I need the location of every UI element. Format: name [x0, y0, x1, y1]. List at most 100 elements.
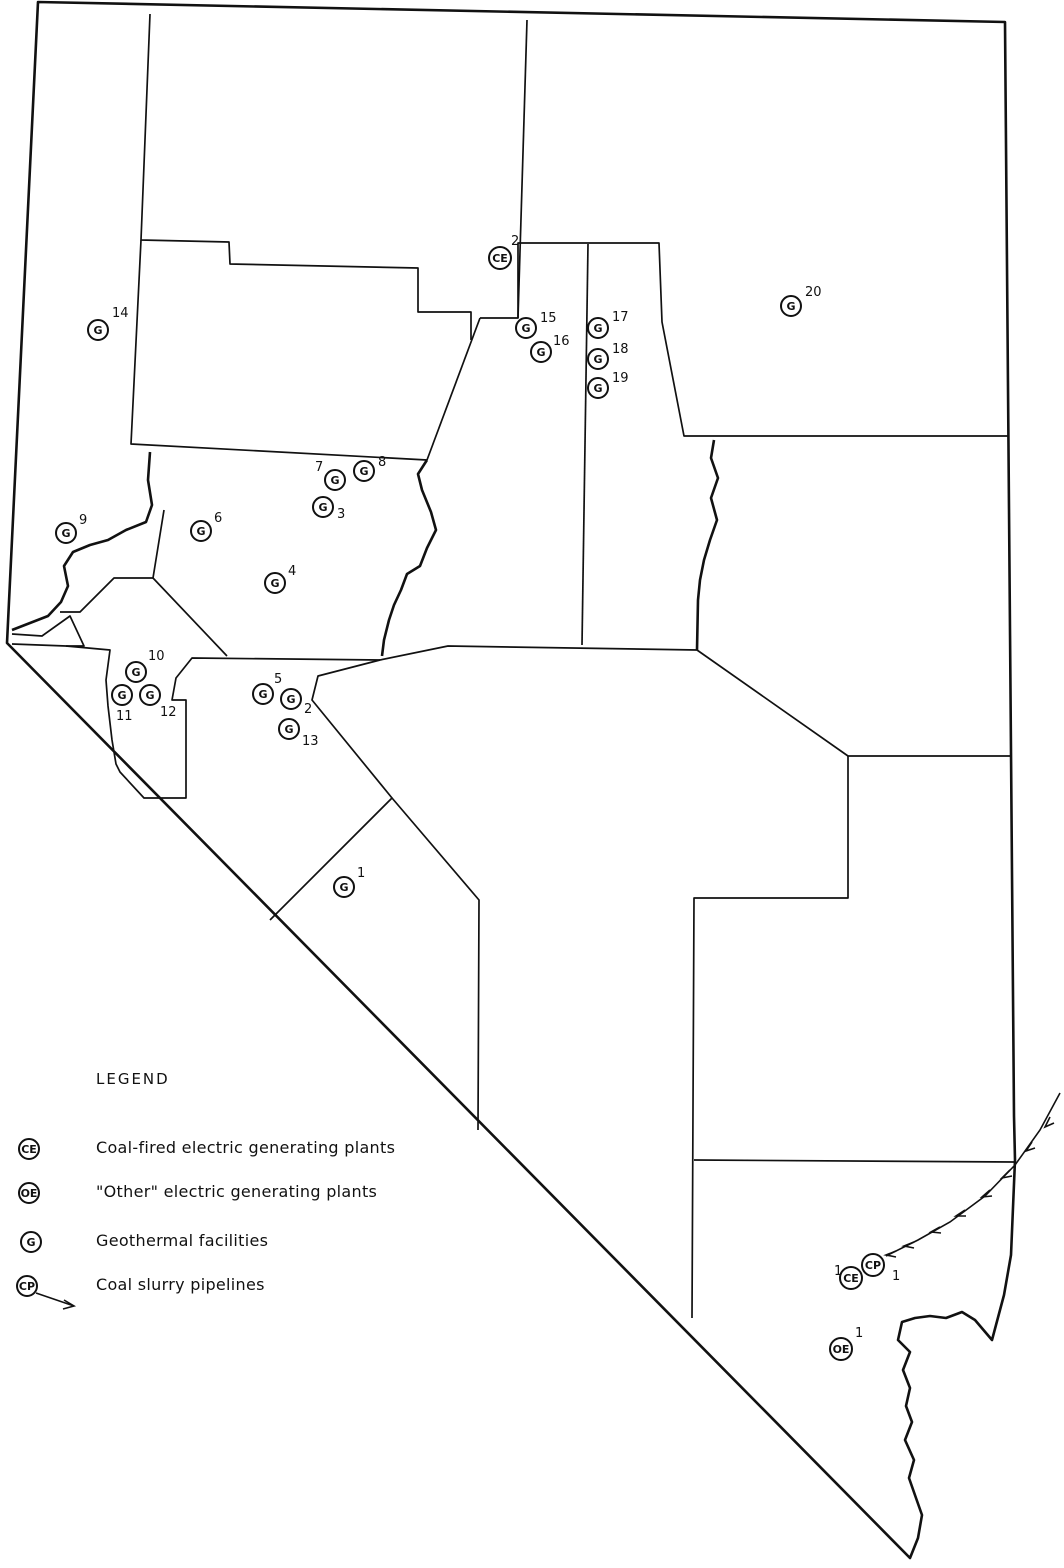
geothermal-facility-marker: G5 — [252, 672, 282, 705]
facility-type-label: G — [93, 324, 102, 337]
geothermal-facility-marker: G 19 — [587, 371, 629, 399]
county-line — [152, 509, 228, 657]
facility-type-label: OE — [833, 1343, 850, 1356]
facility-number-label: 18 — [612, 342, 629, 357]
county-line — [60, 577, 153, 613]
facility-type-label: G — [339, 881, 348, 894]
facility-symbol-ring — [488, 246, 512, 270]
facility-number-label: 7 — [315, 460, 323, 475]
facility-symbol-ring — [55, 522, 77, 544]
facility-symbol-ring — [780, 295, 802, 317]
facility-number-label: 15 — [540, 311, 557, 326]
legend-item-label: "Other" electric generating plants — [96, 1182, 378, 1201]
facility-symbol-ring — [829, 1337, 853, 1361]
geothermal-facility-marker: G 11 — [111, 684, 133, 724]
facility-type-label: G — [145, 689, 154, 702]
facility-type-label: G — [117, 689, 126, 702]
facility-symbol-ring — [87, 319, 109, 341]
facility-number-label: 17 — [612, 310, 629, 325]
facility-number-label: 1 — [357, 866, 365, 881]
facility-number-label: 1 — [892, 1269, 900, 1284]
facility-symbol-ring — [190, 520, 212, 542]
ce-facility-marker: CE1 — [834, 1264, 863, 1290]
facility-type-label: G — [593, 382, 602, 395]
geothermal-facility-marker: G 18 — [587, 342, 629, 370]
facility-type-label: G — [330, 474, 339, 487]
facility-type-label: G — [270, 577, 279, 590]
oe-facility-marker: OE 1 — [829, 1326, 863, 1361]
facility-symbol-ring — [264, 572, 286, 594]
legend-item-label: Coal-fired electric generating plants — [96, 1138, 396, 1157]
facility-number-label: 19 — [612, 371, 629, 386]
geothermal-facility-marker: G 15 — [515, 311, 557, 339]
facility-symbol-ring — [587, 348, 609, 370]
geothermal-facility-marker: G6 — [190, 511, 222, 542]
river-boundary — [380, 459, 438, 657]
geothermal-facility-marker: G16 — [530, 334, 570, 363]
county-line — [391, 797, 480, 1131]
facility-number-label: 1 — [834, 1264, 842, 1279]
facility-number-label: 6 — [214, 511, 222, 526]
geothermal-facility-marker: G 20 — [780, 285, 822, 317]
legend-item-label: Coal slurry pipelines — [96, 1275, 265, 1294]
facility-type-label: G — [359, 465, 368, 478]
geothermal-facility-marker: G7 — [315, 460, 346, 491]
facility-type-label: G — [131, 666, 140, 679]
county-line — [140, 13, 472, 340]
geothermal-facility-marker: G 17 — [587, 310, 629, 339]
facility-number-label: 8 — [378, 455, 386, 470]
facility-type-label: G — [536, 346, 545, 359]
county-line — [130, 239, 428, 461]
facility-symbol-ring — [278, 718, 300, 740]
facility-symbol-ring — [324, 469, 346, 491]
facility-symbol-ring — [333, 876, 355, 898]
geothermal-facility-marker: G1 — [333, 866, 365, 898]
facility-type-label: CE — [843, 1272, 859, 1285]
facility-symbol-ring — [353, 460, 375, 482]
facility-number-label: 2 — [511, 234, 519, 249]
facility-type-label: G — [521, 322, 530, 335]
facility-type-label: G — [786, 300, 795, 313]
facility-number-label: 1 — [855, 1326, 863, 1341]
facility-symbol-ring — [530, 341, 552, 363]
facility-symbol-ring — [312, 496, 334, 518]
facility-type-label: G — [593, 322, 602, 335]
facility-symbol-ring — [515, 317, 537, 339]
geothermal-facility-marker: G13 — [278, 718, 319, 749]
facility-number-label: 5 — [274, 672, 282, 687]
legend-item-label: Geothermal facilities — [96, 1231, 269, 1250]
county-line — [517, 19, 528, 319]
geothermal-facility-marker: G 12 — [139, 684, 177, 720]
county-line — [693, 1159, 1015, 1163]
facility-number-label: 20 — [805, 285, 822, 300]
county-line — [480, 242, 1008, 437]
county-line — [11, 615, 85, 647]
facility-number-label: 12 — [160, 705, 177, 720]
facility-symbol-ring — [587, 377, 609, 399]
facility-number-label: 14 — [112, 306, 129, 321]
county-line — [269, 659, 393, 921]
facility-number-label: 2 — [304, 702, 312, 717]
legend-title: LEGEND — [96, 1070, 170, 1088]
county-line — [581, 243, 589, 646]
coal-slurry-pipeline — [883, 1092, 1061, 1258]
county-line — [426, 317, 481, 461]
river-boundary — [11, 451, 154, 632]
facility-type-label: G — [61, 527, 70, 540]
facility-number-label: 3 — [337, 507, 345, 522]
facility-type-label: G — [593, 353, 602, 366]
facility-type-label: G — [196, 525, 205, 538]
river-boundary — [695, 439, 720, 651]
facility-number-label: 10 — [148, 649, 165, 664]
facility-number-label: 4 — [288, 564, 296, 579]
geothermal-facility-marker: G 10 — [125, 649, 165, 683]
geothermal-facility-marker: G2 — [280, 688, 312, 717]
facility-number-label: 11 — [116, 709, 133, 724]
facility-type-label: CP — [865, 1259, 881, 1272]
facility-type-label: G — [258, 688, 267, 701]
facility-type-label: G — [318, 501, 327, 514]
cp-facility-marker: CP 1 — [861, 1253, 900, 1284]
facility-number-label: 13 — [302, 734, 319, 749]
